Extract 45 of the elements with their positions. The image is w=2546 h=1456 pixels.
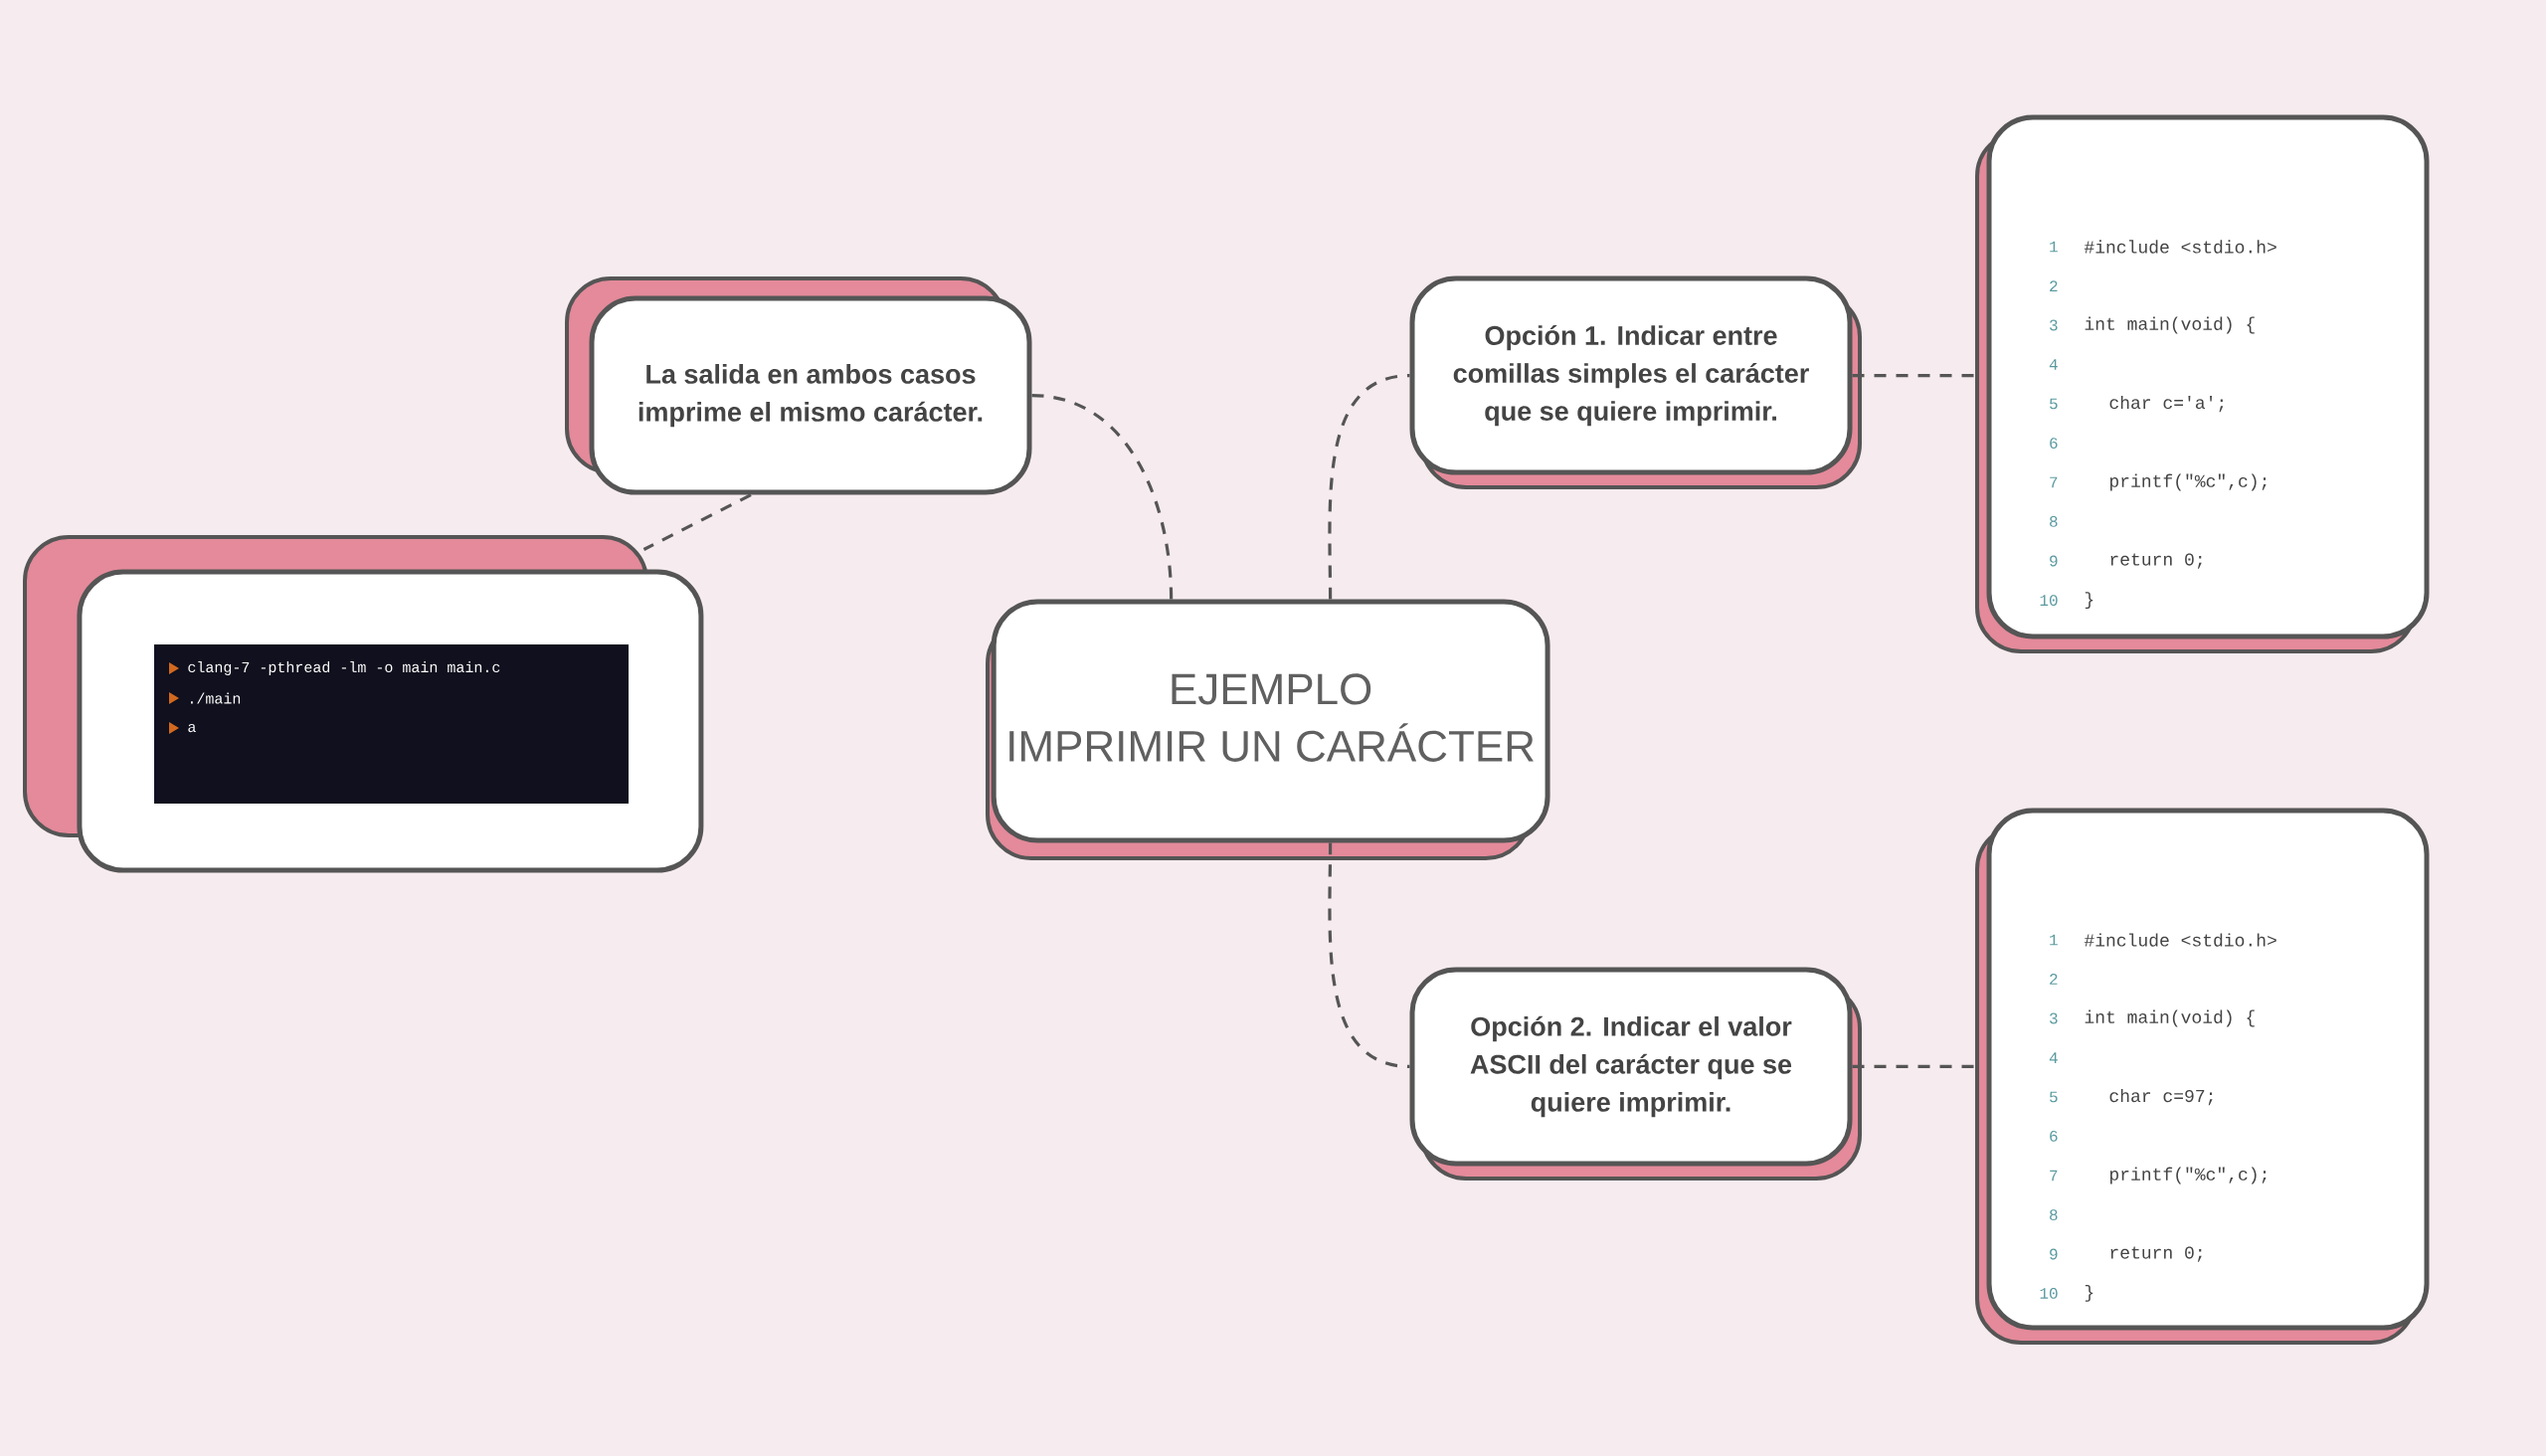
line-number: 5 [2050, 398, 2058, 410]
line-number: 1 [2050, 241, 2058, 253]
line-number: 4 [2049, 359, 2058, 370]
line-number: 1 [2050, 934, 2058, 946]
code-line: #include <stdio.h> [2084, 240, 2276, 254]
line-number: 9 [2050, 1248, 2058, 1260]
text-box: Opción 2. Indicar el valor ASCII del carácter que se quiere imprimir. [1409, 967, 1862, 1181]
line-number: 7 [2050, 1170, 2058, 1182]
code-line: #include <stdio.h> [2084, 933, 2276, 947]
line-number: 4 [2049, 1052, 2058, 1063]
line-number: 6 [2050, 438, 2058, 450]
line-number: 7 [2050, 476, 2058, 488]
code-card [1975, 808, 2430, 1345]
text-box: La salida en ambos casos imprime el mismo carácter. [565, 276, 1032, 495]
line-number: 2 [2050, 974, 2058, 985]
line-number: 10 [2040, 595, 2058, 607]
connector [1328, 374, 1410, 600]
connector [1852, 1064, 1975, 1068]
line-number: 2 [2050, 280, 2058, 291]
line-number: 8 [2050, 1209, 2058, 1221]
line-number: 6 [2050, 1131, 2058, 1142]
code-line: char c=97; [2109, 1088, 2213, 1106]
line-number: 10 [2040, 1288, 2058, 1299]
line-number: 3 [2050, 1012, 2058, 1024]
line-number: 8 [2050, 516, 2058, 527]
code-line: printf("%c",c); [2110, 1167, 2267, 1184]
code-line: printf("%c",c); [2110, 473, 2267, 491]
connector [1031, 394, 1174, 600]
topic-box: EJEMPLO IMPRIMIR UN CARÁCTER [986, 599, 1550, 860]
text-box: Opción 1. Indicar entre comillas simples el carácter que se quiere imprimir. [1409, 275, 1862, 489]
code-line: char c='a'; [2109, 395, 2224, 413]
code-line: return 0; [2110, 553, 2202, 569]
connector [642, 493, 752, 551]
terminal-card: clang-7 -pthread -lm -o main main.c ./main a [23, 535, 704, 873]
line-number: 9 [2050, 555, 2058, 567]
connector [1328, 842, 1410, 1068]
line-number: 5 [2050, 1091, 2058, 1103]
code-line: int main(void) { [2085, 316, 2255, 334]
code-line: } [2085, 1285, 2093, 1302]
connector [1852, 374, 1975, 378]
code-line: } [2085, 592, 2093, 609]
code-line: return 0; [2110, 1246, 2202, 1262]
code-card [1975, 114, 2430, 653]
line-number: 3 [2050, 319, 2058, 331]
code-line: int main(void) { [2085, 1009, 2255, 1027]
